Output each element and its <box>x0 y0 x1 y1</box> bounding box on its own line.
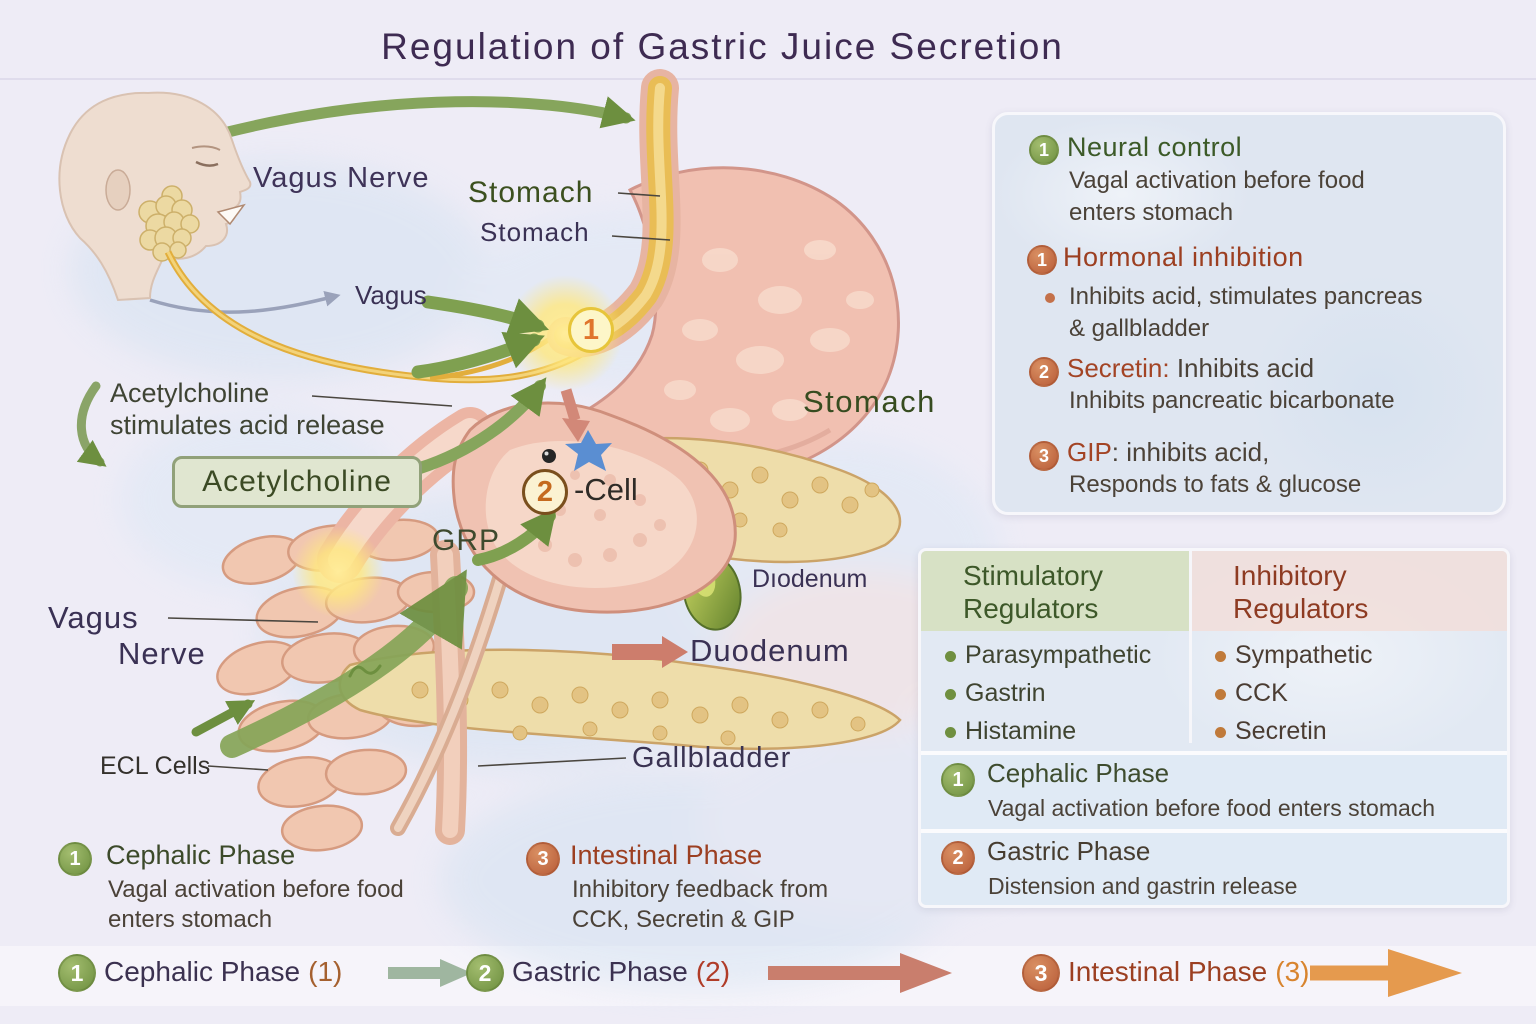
secretin-line2: Inhibits pancreatic bicarbonate <box>1069 387 1395 414</box>
inhibitory-header-cell <box>1191 551 1507 631</box>
cephalic-row-title: Cephalic Phase <box>987 758 1170 788</box>
inhib-bullet-icon <box>1215 689 1226 700</box>
legend-cephalic-badge: 1 <box>58 842 92 876</box>
secretin-badge: 2 <box>1029 357 1059 387</box>
legend-intestinal-line1: Inhibitory feedback from <box>572 876 829 903</box>
gip-badge: 3 <box>1029 441 1059 471</box>
acetylcholine-caption-line2: stimulates acid release <box>110 410 385 440</box>
hormone-panel: 1 Neural control Vagal activation before… <box>992 112 1506 515</box>
inhib-item-2: CCK <box>1235 679 1288 707</box>
stim-item-3: Histamine <box>965 717 1077 745</box>
flow-cephalic-label: Cephalic Phase(1) <box>104 956 343 987</box>
vagus-label: Vagus <box>355 280 427 310</box>
stomach-lower-label: Stomach <box>480 217 590 247</box>
acetylcholine-box: Acetylcholine <box>172 456 422 508</box>
acetylcholine-caption-line1: Acetylcholine <box>110 378 270 408</box>
inhib-bullet-icon <box>1215 727 1226 738</box>
flow-intestinal-label: Intestinal Phase(3) <box>1068 956 1310 987</box>
hormonal-title: Hormonal inhibition <box>1063 242 1304 272</box>
stim-bullet-icon <box>945 689 956 700</box>
stomach-upper-label: Stomach <box>468 176 594 209</box>
hormonal-badge: 1 <box>1027 245 1057 275</box>
salmon-arrows <box>560 388 688 668</box>
inhib-bullet-icon <box>1215 651 1226 662</box>
vagus2-line1-label: Vagus <box>48 600 139 635</box>
gastric-row-desc: Distension and gastrin release <box>988 873 1298 899</box>
green-arrows <box>76 295 557 758</box>
gip-title: GIP: inhibits acid, <box>1067 437 1270 467</box>
pancreas-lower <box>338 648 902 751</box>
stimulatory-header-cell <box>921 551 1191 631</box>
cephalic-row-badge: 1 <box>941 763 975 797</box>
legend-intestinal-line2: CCK, Secretin & GIP <box>572 906 795 933</box>
ecl-cells-label: ECL Cells <box>100 752 211 780</box>
legend-cephalic-title: Cephalic Phase <box>106 840 296 870</box>
duodenum-label: Duodenum <box>690 633 850 668</box>
stim-bullet-icon <box>945 727 956 738</box>
vagus-nerve-label: Vagus Nerve <box>253 162 430 194</box>
inhib-item-1: Sympathetic <box>1235 641 1373 669</box>
secretin-title: Secretin: Inhibits acid <box>1067 353 1315 383</box>
head-illustration <box>58 91 252 302</box>
diodenum-label: Dıodenum <box>752 565 868 593</box>
acetylcholine-box-label: Acetylcholine <box>202 464 392 498</box>
grp-label: GRP <box>432 524 501 557</box>
cell-markers <box>542 430 612 471</box>
legend-intestinal-badge: 3 <box>526 842 560 876</box>
neural-badge: 1 <box>1029 135 1059 165</box>
page-title: Regulation of Gastric Juice Secretion <box>381 26 1064 67</box>
neural-title: Neural control <box>1067 132 1243 162</box>
flow-bar-arrows <box>388 949 1462 997</box>
cephalic-row-desc: Vagal activation before food enters stom… <box>988 795 1436 821</box>
legend-intestinal-title: Intestinal Phase <box>570 840 763 870</box>
legend-cephalic-line2: enters stomach <box>108 906 273 933</box>
gastric-row-title: Gastric Phase <box>987 836 1151 866</box>
antrum-duodenum-illustration <box>317 401 737 845</box>
flow-gastric-label: Gastric Phase(2) <box>512 956 731 987</box>
column-divider <box>1189 551 1192 743</box>
neural-line1: Vagal activation before food <box>1069 167 1365 194</box>
cephalic-phase-row: 1 Cephalic Phase Vagal activation before… <box>921 751 1507 829</box>
gip-line2: Responds to fats & glucose <box>1069 471 1362 498</box>
top-divider <box>0 78 1536 80</box>
gastric-phase-row: 2 Gastric Phase Distension and gastrin r… <box>921 829 1507 905</box>
neural-line2: enters stomach <box>1069 199 1234 226</box>
stim-bullet-icon <box>945 651 956 662</box>
leader-lines <box>167 192 671 771</box>
blue-star-icon <box>565 430 612 471</box>
gastric-row-badge: 2 <box>941 841 975 875</box>
hormonal-bullet-icon <box>1045 293 1055 303</box>
cephalic-arc-arrow <box>222 96 636 138</box>
flow-gastric-badge: 2 <box>466 954 504 992</box>
vagus-pointer-arrow <box>149 291 341 314</box>
gallbladder-label: Gallbladder <box>632 742 792 774</box>
hormonal-bullet-line2: & gallbladder <box>1069 315 1210 342</box>
antrum-glow <box>292 526 384 618</box>
cell-label: -Cell <box>574 472 638 507</box>
flow-cephalic-badge: 1 <box>58 954 96 992</box>
cell-number-badge: 2 <box>522 469 568 515</box>
legend-cephalic-line1: Vagal activation before food <box>108 876 404 903</box>
flow-intestinal-badge: 3 <box>1022 954 1060 992</box>
stomach-main-label: Stomach <box>803 384 936 419</box>
hormonal-bullet-line1: Inhibits acid, stimulates pancreas <box>1069 283 1423 310</box>
inhib-item-3: Secretin <box>1235 717 1327 745</box>
cardia-number-badge: 1 <box>568 307 614 353</box>
stim-item-1: Parasympathetic <box>965 641 1152 669</box>
stim-item-2: Gastrin <box>965 679 1046 707</box>
vagus2-line2-label: Nerve <box>118 636 206 671</box>
